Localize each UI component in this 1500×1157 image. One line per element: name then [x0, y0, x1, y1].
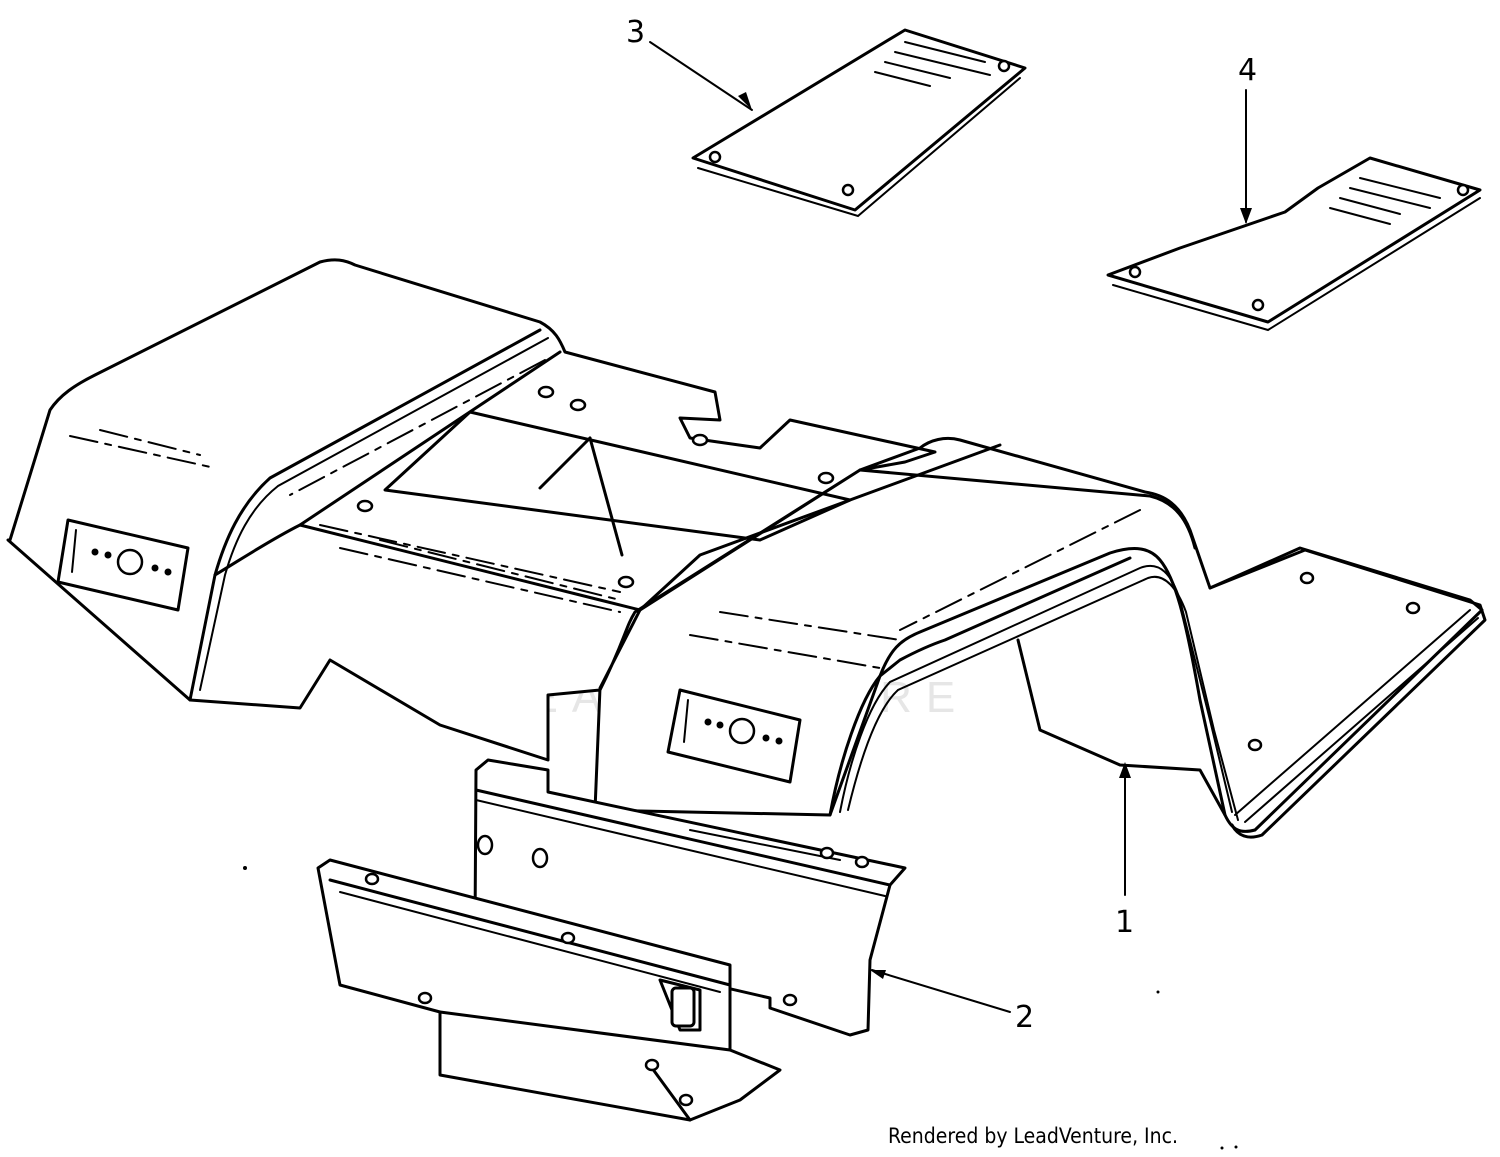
callout-2: 2: [1015, 1000, 1034, 1035]
render-credit: Rendered by LeadVenture, Inc.: [888, 1124, 1178, 1148]
callout-leaders: [649, 41, 1252, 1013]
part-1-fender: [6, 258, 1487, 839]
callout-3: 3: [626, 15, 645, 50]
callout-1: 1: [1115, 905, 1134, 940]
part-2-bracket: [316, 758, 907, 1122]
callout-4: 4: [1238, 53, 1257, 88]
part-3-decal-plate: [691, 28, 1027, 218]
part-4-decal-plate: [1106, 156, 1482, 332]
